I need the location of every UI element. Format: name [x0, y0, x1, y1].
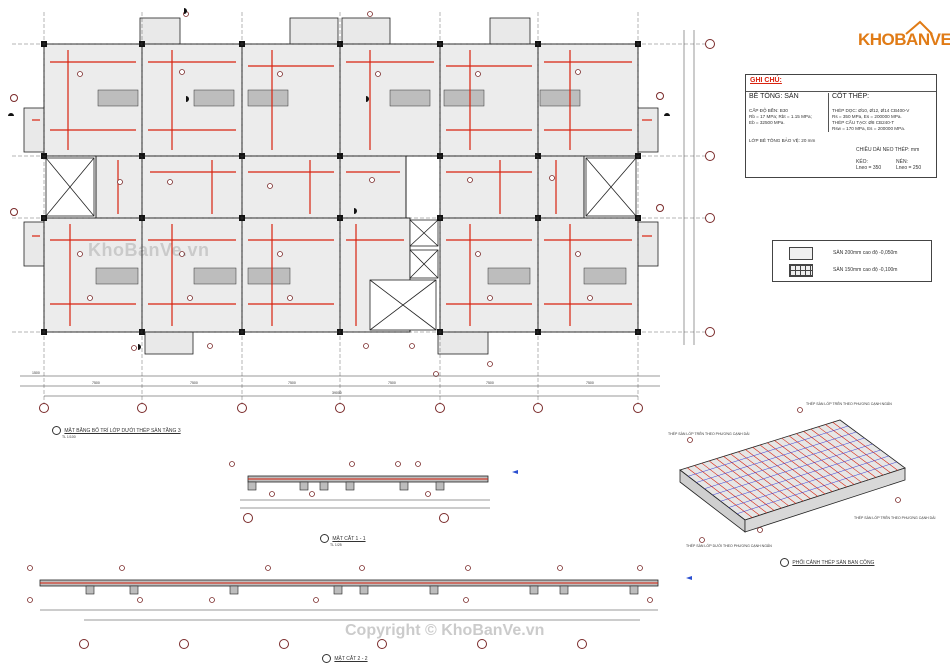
perspective-note: THÉP SÀN LỚP TRÊN THEO PHƯƠNG CẠNH DÀI — [854, 516, 936, 520]
plan-caption-text: MẶT BẰNG BỐ TRÍ LỚP DƯỚI THÉP SÀN TẦNG 3 — [64, 427, 181, 434]
section22-caption-text: MẶT CẮT 2 - 2 — [334, 655, 368, 662]
rebar-bar — [688, 425, 849, 477]
steel-line: THÉP CẤU TẠO: Ø8 CB240-T — [832, 120, 895, 125]
legend-label-grid: SÀN 150mm cao độ -0,100m — [833, 267, 898, 273]
balcony-top — [139, 17, 531, 45]
perspective-note: THÉP SÀN LỚP DƯỚI THEO PHƯƠNG CẠNH NGẮN — [686, 544, 772, 548]
dim-text: 7500 — [190, 381, 198, 385]
section-2-2 — [27, 565, 692, 649]
caption-bullet-icon — [780, 558, 789, 567]
balcony-side — [23, 107, 659, 267]
level-marker-icon — [686, 576, 692, 580]
anchor-pull-value: Lneo = 350 — [856, 165, 882, 171]
section11-caption-text: MẶT CẮT 1 - 1 — [332, 535, 366, 542]
perspective-caption: PHỐI CẢNH THÉP SÀN BAN CÔNG — [780, 558, 874, 567]
steel-heading: CỐT THÉP: — [832, 93, 870, 100]
anchor-pull: KÉO: Lneo = 350 — [856, 159, 881, 171]
rebar-bar — [736, 461, 897, 514]
rebar-bar — [696, 431, 857, 483]
cover-note: LỚP BÊ TÔNG BẢO VỆ: 20 mm — [749, 138, 816, 143]
steel-line: THÉP DỌC: Ø10, Ø12, Ø14 CB400-V — [832, 108, 910, 113]
grid-axes — [12, 12, 712, 410]
dim-text: 7500 — [586, 381, 594, 385]
caption-bullet-icon — [52, 426, 61, 435]
section-1-1 — [229, 461, 518, 523]
section11-caption-scale: TL 1/25 — [330, 543, 342, 547]
caption-bullet-icon — [322, 654, 331, 663]
rebar-bar — [704, 437, 865, 489]
khobanve-logo: KHOBANVE — [852, 20, 950, 56]
rebar-bar — [712, 443, 873, 496]
dim-text: 7500 — [388, 381, 396, 385]
notes-title: GHI CHÚ: — [750, 77, 782, 84]
dim-text: 7500 — [92, 381, 100, 385]
concrete-line: CẤP ĐỘ BỀN: B30 — [749, 108, 788, 113]
dim-total: 39000 — [332, 391, 342, 395]
dim-text: 7500 — [486, 381, 494, 385]
concrete-line: Eb = 32500 MPa. — [749, 120, 785, 125]
anchor-press-value: Lneo = 250 — [896, 165, 922, 171]
slab-legend: SÀN 200mm cao độ -0,050m SÀN 150mm cao đ… — [772, 240, 932, 282]
anchor-press-label: NÉN: — [896, 159, 908, 165]
notes-box: GHI CHÚ: BÊ TÔNG: SÀN CẤP ĐỘ BỀN: B30 Rb… — [745, 74, 937, 178]
dimension-lines — [20, 30, 695, 397]
legend-swatch-plain — [789, 247, 813, 260]
anchor-title: CHIỀU DÀI NEO THÉP: mm — [856, 147, 920, 153]
dim-text: 7500 — [288, 381, 296, 385]
anchor-pull-label: KÉO: — [856, 159, 868, 165]
dim-text: 1500 — [32, 371, 40, 375]
plan-caption-scale: TL 1/100 — [62, 435, 76, 439]
floor-plan — [10, 11, 715, 413]
legend-swatch-grid — [789, 264, 813, 277]
perspective-caption-text: PHỐI CẢNH THÉP SÀN BAN CÔNG — [792, 559, 875, 566]
concrete-line: Rb = 17 MPa; Rbt = 1.15 MPa; — [749, 114, 812, 119]
logo-text: KHOBANVE — [858, 30, 950, 49]
rebar-bar — [720, 449, 881, 502]
perspective-note: THÉP SÀN LỚP TRÊN THEO PHƯƠNG CẠNH DÀI — [668, 432, 750, 436]
caption-bullet-icon — [320, 534, 329, 543]
grid-bubbles — [10, 39, 715, 413]
rebar-lines — [32, 50, 652, 326]
anchor-press: NÉN: Lneo = 250 — [896, 159, 921, 171]
rebar-bar — [728, 455, 889, 508]
steel-line: Rs = 350 MPa, Es = 200000 MPa. — [832, 114, 902, 119]
steel-line: Rsw = 170 MPa, Es = 200000 MPa. — [832, 126, 906, 131]
plan-caption: MẶT BẰNG BỐ TRÍ LỚP DƯỚI THÉP SÀN TẦNG 3… — [52, 426, 181, 439]
concrete-heading: BÊ TÔNG: SÀN — [749, 93, 799, 100]
section22-caption: MẶT CẮT 2 - 2 — [322, 654, 368, 663]
watermark: KhoBanVe.vn — [88, 240, 210, 260]
steel-notes: CỐT THÉP: THÉP DỌC: Ø10, Ø12, Ø14 CB400-… — [828, 93, 924, 132]
copyright-watermark: Copyright © KhoBanVe.vn — [345, 622, 545, 639]
perspective-note: THÉP SÀN LỚP TRÊN THEO PHƯƠNG CẠNH NGẮN — [806, 402, 892, 406]
section11-caption: MẶT CẮT 1 - 1 TL 1/25 — [320, 534, 366, 547]
balcony-bottom — [144, 331, 489, 355]
rebar-tags — [77, 11, 593, 377]
slab-panels — [43, 43, 639, 333]
house-roof-icon — [905, 20, 933, 35]
concrete-notes: BÊ TÔNG: SÀN CẤP ĐỘ BỀN: B30 Rb = 17 MPa… — [749, 93, 841, 144]
plan-dimension-text: 1500 7500 7500 7500 7500 7500 7500 39000 — [32, 371, 594, 395]
level-marker-icon — [512, 470, 518, 474]
divider — [746, 91, 936, 92]
legend-label-plain: SÀN 200mm cao độ -0,050m — [833, 250, 898, 256]
balcony-perspective — [679, 407, 906, 543]
section-markers — [8, 8, 670, 350]
stair-voids — [45, 157, 637, 331]
